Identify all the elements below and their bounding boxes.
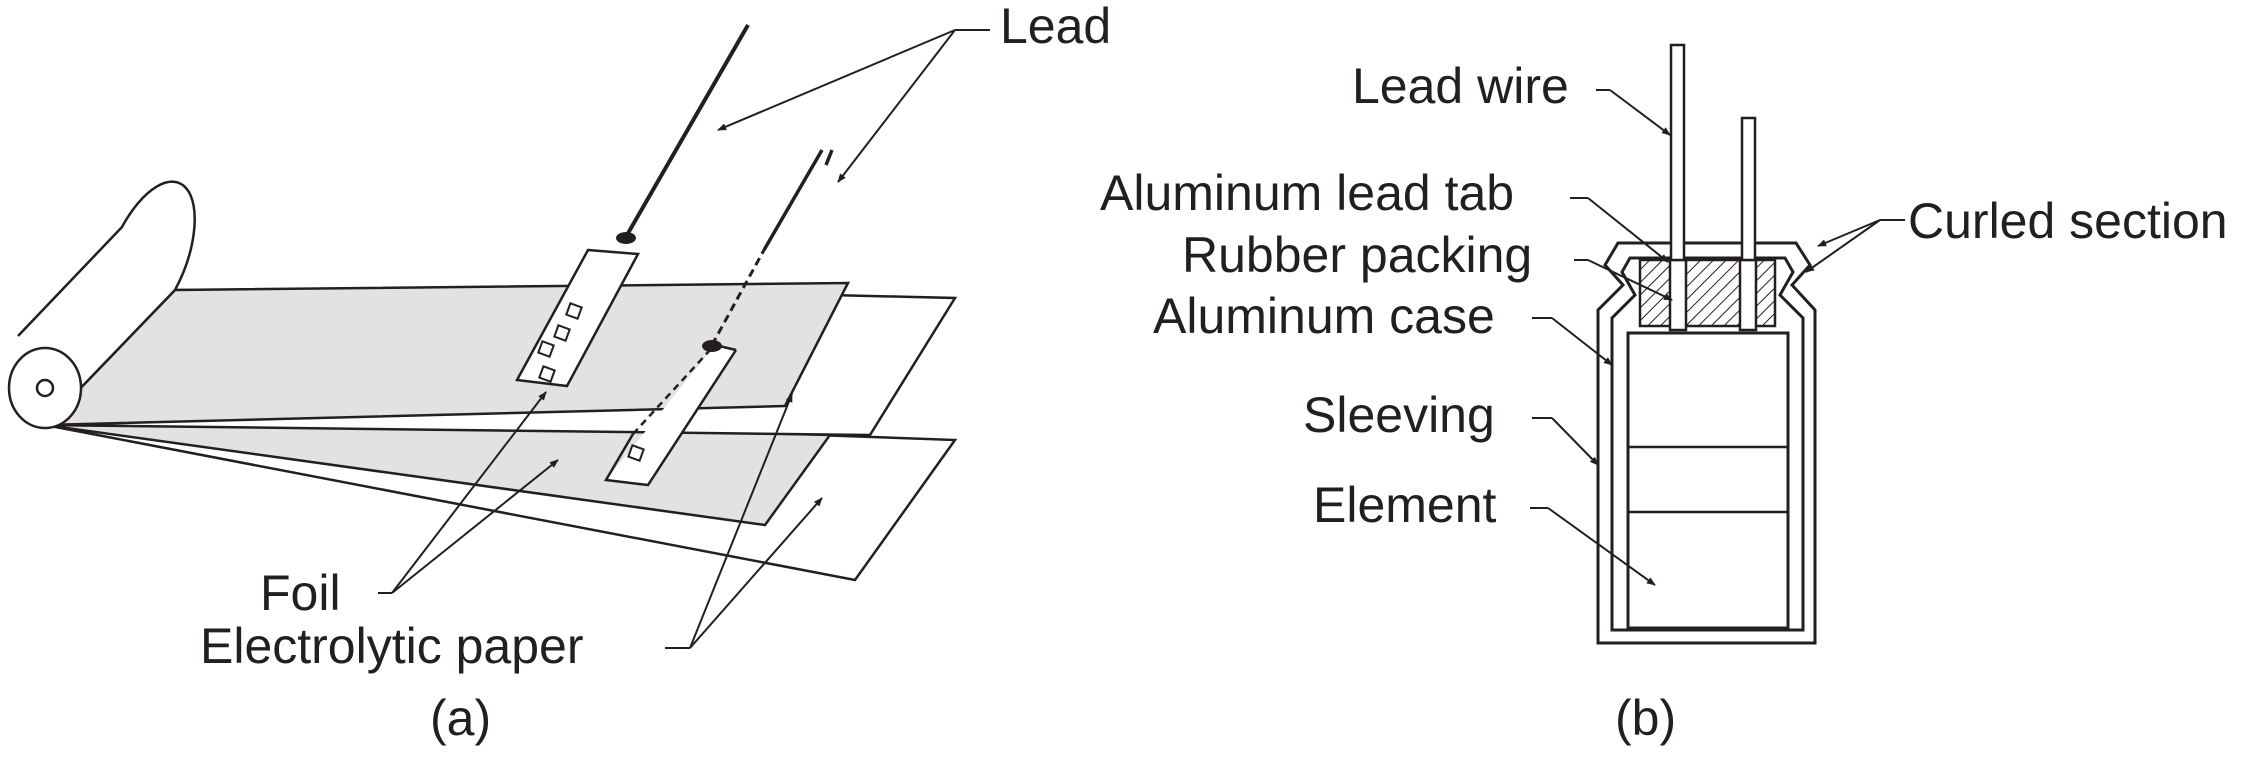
panel-b: Lead wire Aluminum lead tab Rubber packi… bbox=[1100, 43, 2228, 746]
element bbox=[1626, 331, 1790, 630]
lead-wire-label: Lead wire bbox=[1352, 58, 1569, 114]
panel-b-leaders bbox=[1530, 89, 1905, 586]
left-lead-wire bbox=[625, 24, 750, 236]
aluminum-lead-tab-left bbox=[1668, 258, 1688, 332]
aluminum-lead-tab-label: Aluminum lead tab bbox=[1100, 165, 1514, 221]
electrolytic-paper-label: Electrolytic paper bbox=[200, 618, 584, 674]
panel-a-caption: (a) bbox=[430, 690, 491, 746]
foil-roll bbox=[7, 180, 196, 430]
foil-label: Foil bbox=[260, 565, 341, 621]
element-label: Element bbox=[1313, 477, 1497, 533]
left-lead-tab bbox=[515, 248, 641, 388]
lead-label: Lead bbox=[1000, 0, 1111, 54]
panel-b-caption: (b) bbox=[1615, 690, 1676, 746]
right-lead-tab bbox=[603, 249, 766, 487]
panel-a: Lead Foil Electrolytic paper (a) bbox=[7, 0, 1111, 746]
aluminum-case-label: Aluminum case bbox=[1153, 288, 1495, 344]
rubber-packing-label: Rubber packing bbox=[1182, 227, 1532, 283]
lead-wire-right bbox=[1740, 116, 1757, 262]
right-lead-wire bbox=[762, 149, 824, 251]
curled-section-label: Curled section bbox=[1908, 193, 2228, 249]
sleeving-label: Sleeving bbox=[1303, 387, 1495, 443]
lead-wire-left bbox=[1669, 43, 1686, 262]
panel-a-leaders bbox=[378, 29, 990, 649]
left-lead-weld bbox=[616, 232, 636, 244]
bottom-foil bbox=[44, 423, 833, 527]
right-lead-wire-upper bbox=[824, 149, 834, 166]
aluminum-lead-tab-right bbox=[1738, 258, 1758, 332]
